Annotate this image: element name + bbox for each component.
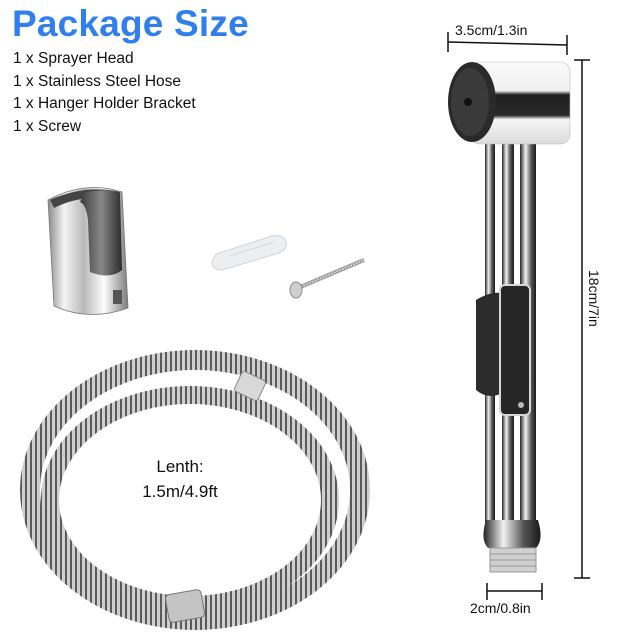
- package-item: 1 x Stainless Steel Hose: [13, 72, 182, 90]
- hose-length-label: Lenth: 1.5m/4.9ft: [110, 454, 250, 504]
- sprayer-head-image: [448, 61, 571, 573]
- wall-anchor-image: [211, 235, 287, 271]
- hanger-bracket-image: [47, 187, 129, 315]
- package-item: 1 x Hanger Holder Bracket: [13, 95, 196, 112]
- package-item: 1 x Sprayer Head: [13, 50, 134, 67]
- hose-length-value: 1.5m/4.9ft: [142, 482, 218, 501]
- hose-length-heading: Lenth:: [156, 457, 204, 476]
- package-list: 1 x Sprayer Head 1 x Stainless Steel Hos…: [13, 48, 196, 138]
- connector-width-label: 2cm/0.8in: [470, 600, 531, 616]
- height-label: 18cm/7in: [586, 270, 602, 327]
- hose-image: [20, 350, 370, 630]
- screw-image: [289, 258, 365, 299]
- package-item: 1 x Screw: [13, 117, 82, 135]
- page-title: Package Size: [12, 3, 249, 44]
- head-width-label: 3.5cm/1.3in: [455, 22, 528, 38]
